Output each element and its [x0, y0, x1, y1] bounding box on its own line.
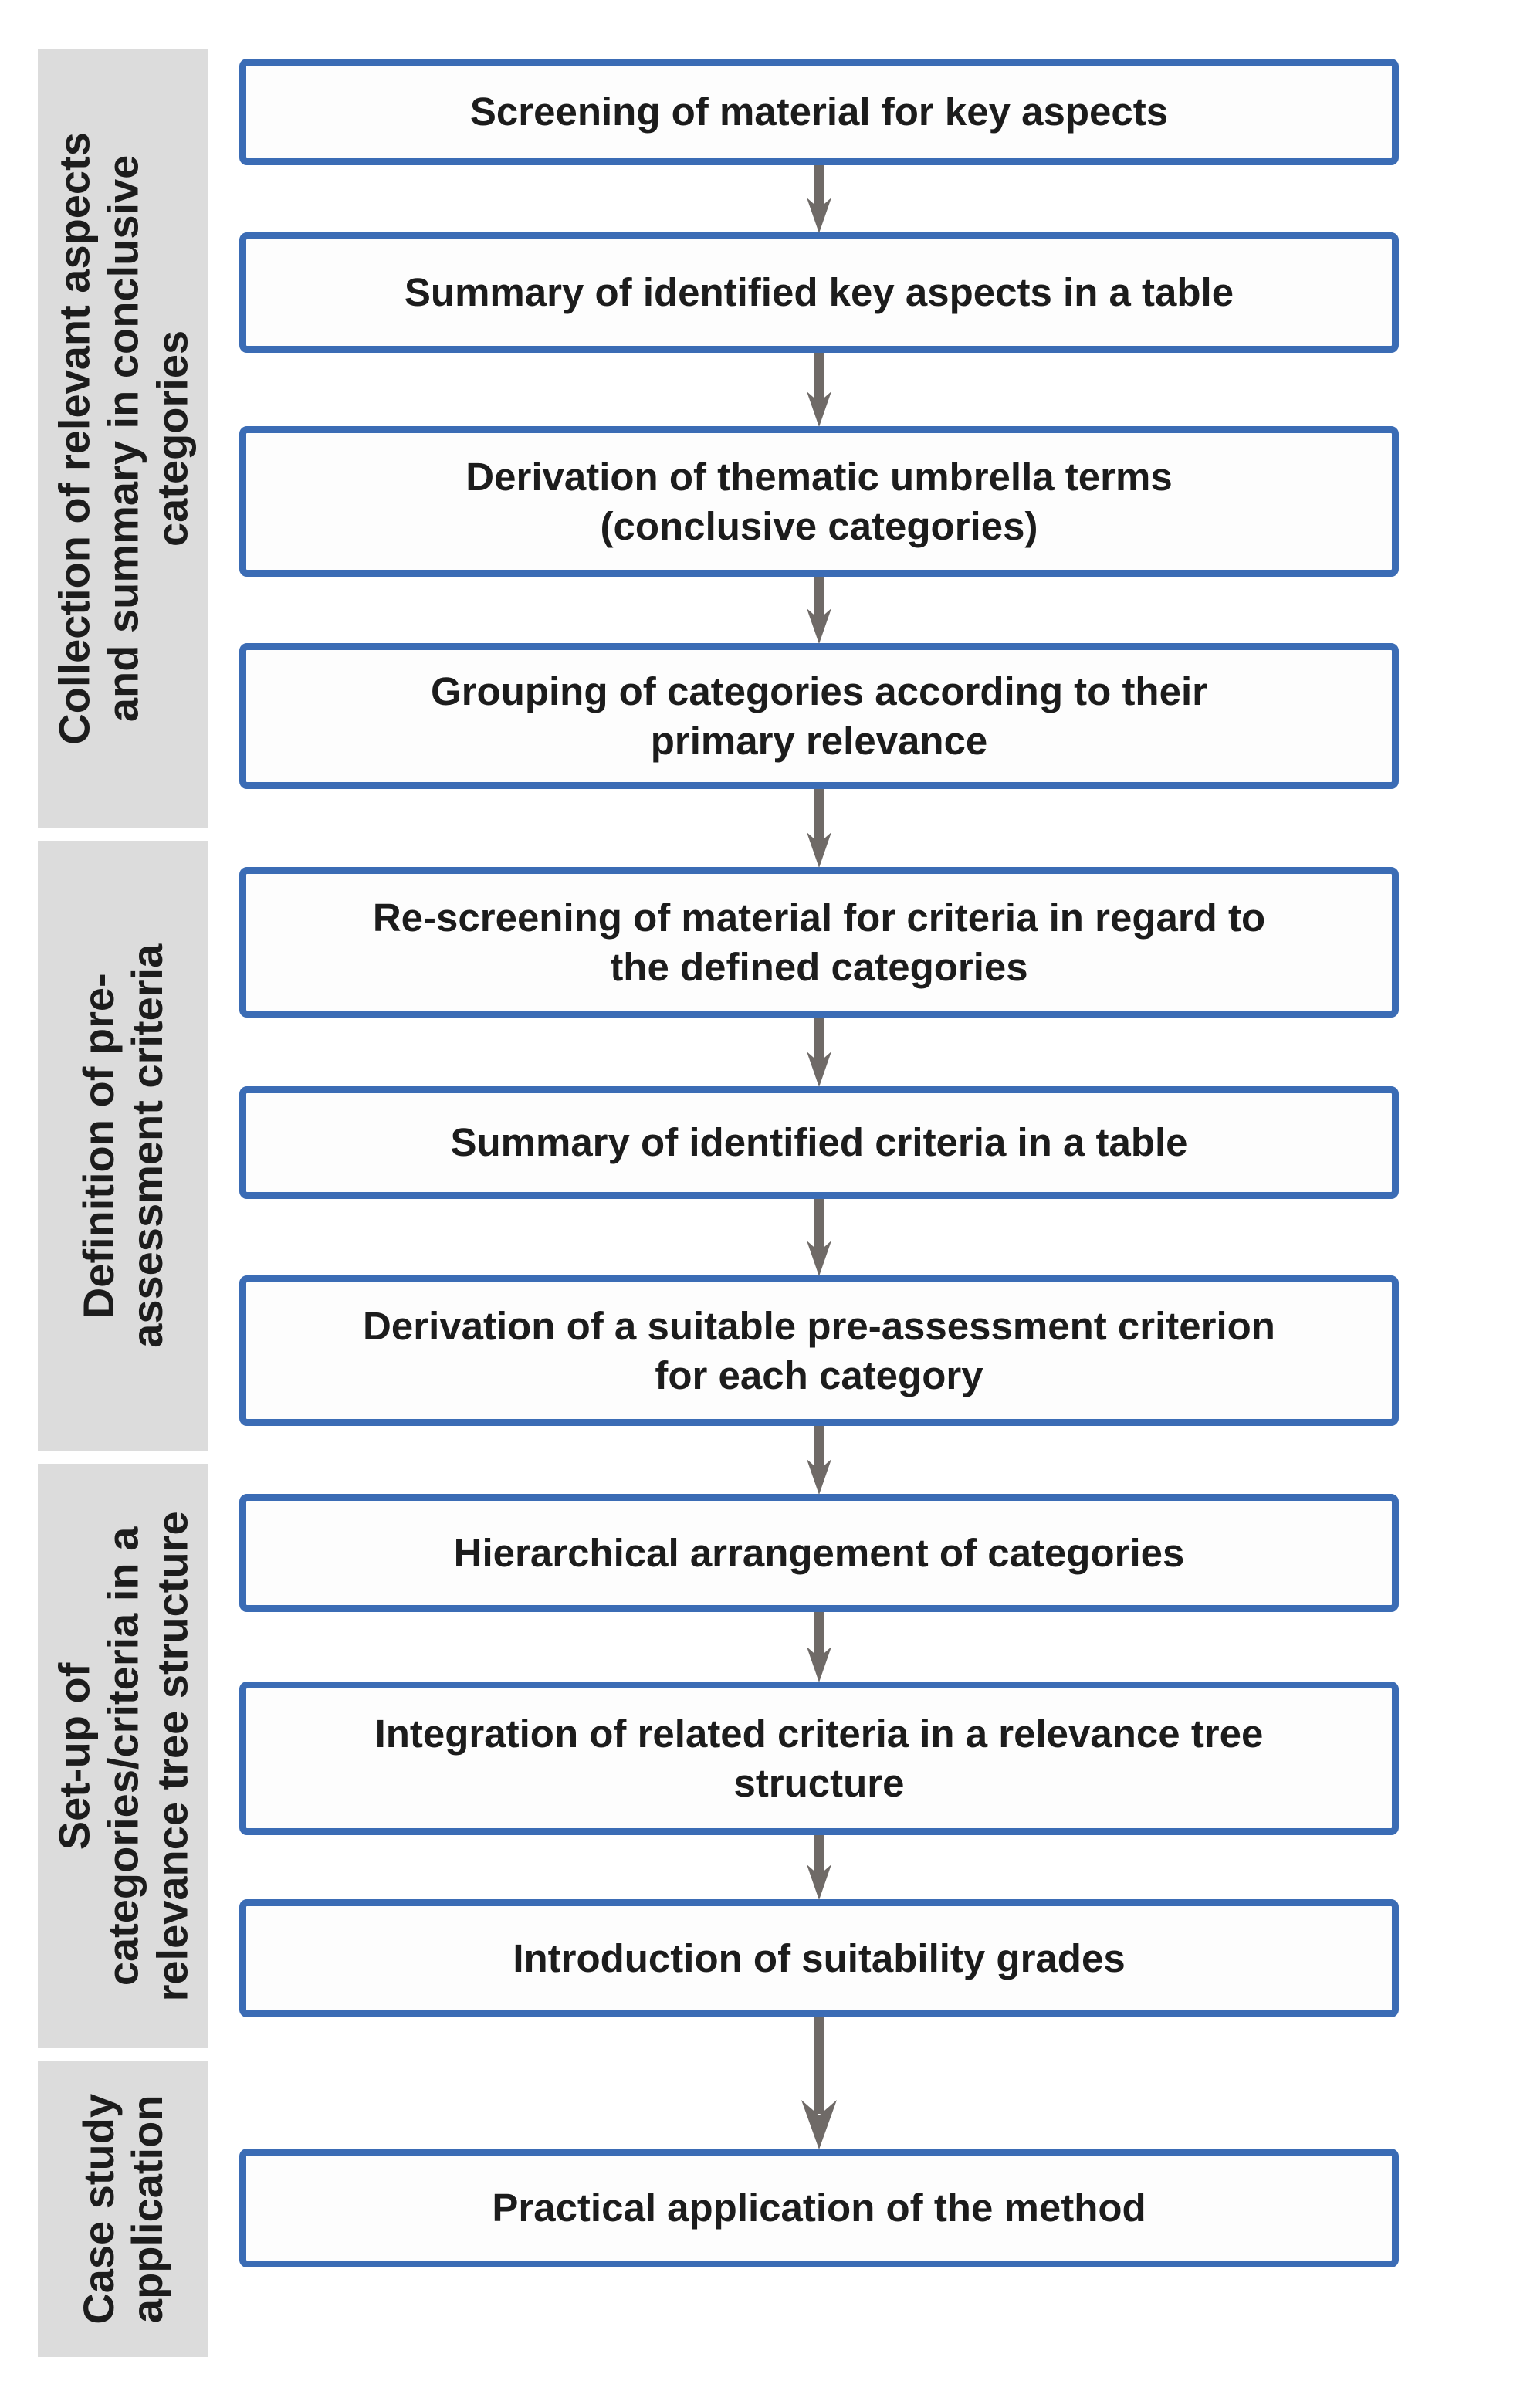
phase-label-setup: Set-up of categories/criteria in a relev…: [49, 1510, 197, 2002]
step-box-grouping-categories: Grouping of categories according to thei…: [239, 643, 1399, 789]
phase-label-collection: Collection of relevant aspects and summa…: [49, 131, 197, 745]
phase-band-definition: Definition of pre- assessment criteria: [38, 841, 208, 1451]
down-arrow-icon: [807, 1018, 831, 1087]
step-label: Integration of related criteria in a rel…: [374, 1712, 1264, 1805]
down-arrow-icon: [807, 353, 831, 427]
step-label: Practical application of the method: [492, 2186, 1146, 2230]
step-box-suitability-grades: Introduction of suitability grades: [239, 1899, 1399, 2017]
step-box-derivation-umbrella-terms: Derivation of thematic umbrella terms (c…: [239, 426, 1399, 577]
step-label: Derivation of a suitable pre-assessment …: [363, 1304, 1275, 1397]
down-arrow-icon: [807, 1199, 831, 1276]
phase-label-definition: Definition of pre- assessment criteria: [74, 944, 172, 1349]
down-arrow-icon: [801, 2017, 837, 2149]
step-box-hierarchical-arrangement: Hierarchical arrangement of categories: [239, 1494, 1399, 1612]
step-label: Summary of identified criteria in a tabl…: [450, 1120, 1188, 1165]
step-box-practical-application: Practical application of the method: [239, 2149, 1399, 2267]
step-box-summary-key-aspects: Summary of identified key aspects in a t…: [239, 232, 1399, 353]
down-arrow-icon: [807, 577, 831, 644]
step-label: Derivation of thematic umbrella terms (c…: [465, 455, 1173, 548]
phase-band-setup: Set-up of categories/criteria in a relev…: [38, 1464, 208, 2048]
phase-band-case-study: Case study application: [38, 2061, 208, 2357]
down-arrow-icon: [807, 165, 831, 233]
step-label: Hierarchical arrangement of categories: [453, 1530, 1185, 1575]
step-label: Summary of identified key aspects in a t…: [404, 270, 1234, 315]
step-box-summary-criteria: Summary of identified criteria in a tabl…: [239, 1086, 1399, 1199]
step-box-rescreening-material: Re-screening of material for criteria in…: [239, 867, 1399, 1018]
step-box-screening-material: Screening of material for key aspects: [239, 59, 1399, 165]
step-label: Screening of material for key aspects: [469, 90, 1169, 134]
step-label: Re-screening of material for criteria in…: [372, 896, 1266, 989]
down-arrow-icon: [807, 1426, 831, 1495]
down-arrow-icon: [807, 1612, 831, 1682]
phase-band-collection: Collection of relevant aspects and summa…: [38, 49, 208, 828]
step-box-derivation-preassessment-criterion: Derivation of a suitable pre-assessment …: [239, 1275, 1399, 1426]
down-arrow-icon: [807, 789, 831, 868]
step-label: Grouping of categories according to thei…: [431, 669, 1207, 763]
step-label: Introduction of suitability grades: [513, 1936, 1126, 1980]
phase-label-case-study: Case study application: [74, 2094, 172, 2325]
down-arrow-icon: [807, 1835, 831, 1900]
step-box-integration-relevance-tree: Integration of related criteria in a rel…: [239, 1682, 1399, 1835]
